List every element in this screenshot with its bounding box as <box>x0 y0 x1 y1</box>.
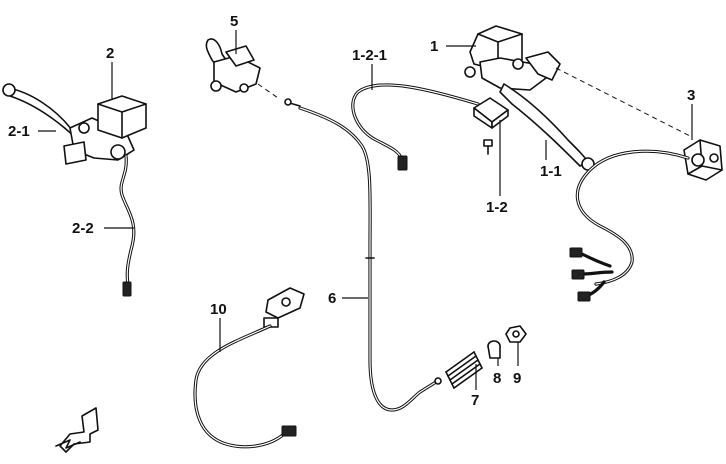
switch-screw <box>483 139 493 155</box>
left-brake-master-cylinder <box>2 83 147 165</box>
handlebar-switch <box>683 139 723 181</box>
brake-switch-cable <box>351 83 480 171</box>
assembly-dash-line-5 <box>257 83 279 99</box>
callout-2-2: 2-2 <box>72 220 94 237</box>
brake-switch <box>473 97 509 129</box>
handlebar-switch-harness <box>569 149 690 302</box>
leader-lines <box>38 30 693 390</box>
callout-7: 7 <box>471 392 479 409</box>
callout-3: 3 <box>687 87 695 104</box>
right-brake-lever <box>499 83 595 171</box>
sensor-cable <box>193 324 297 449</box>
callout-1-1: 1-1 <box>540 163 562 180</box>
callout-6: 6 <box>328 290 336 307</box>
callout-1-2-1: 1-2-1 <box>352 47 387 64</box>
nut <box>505 325 527 343</box>
callout-5: 5 <box>230 13 238 30</box>
callout-10: 10 <box>210 301 227 318</box>
callout-2: 2 <box>106 45 114 62</box>
callout-2-1: 2-1 <box>8 123 30 140</box>
right-brake-master-cylinder <box>464 25 561 91</box>
assembly-dash-line <box>555 67 691 137</box>
collar <box>487 340 501 359</box>
callout-8: 8 <box>493 370 501 387</box>
long-cable <box>284 98 442 412</box>
left-brake-switch-cable <box>119 154 136 297</box>
callout-labels: 2 2-1 2-2 5 1 1-2-1 1-1 1-2 3 6 7 8 9 10 <box>8 13 695 409</box>
spring <box>445 351 483 389</box>
lever-holder-assembly <box>205 38 261 93</box>
sensor-assembly <box>263 287 305 328</box>
callout-1: 1 <box>430 38 438 55</box>
callout-9: 9 <box>513 370 521 387</box>
bracket <box>55 407 99 453</box>
callout-1-2: 1-2 <box>486 199 508 216</box>
